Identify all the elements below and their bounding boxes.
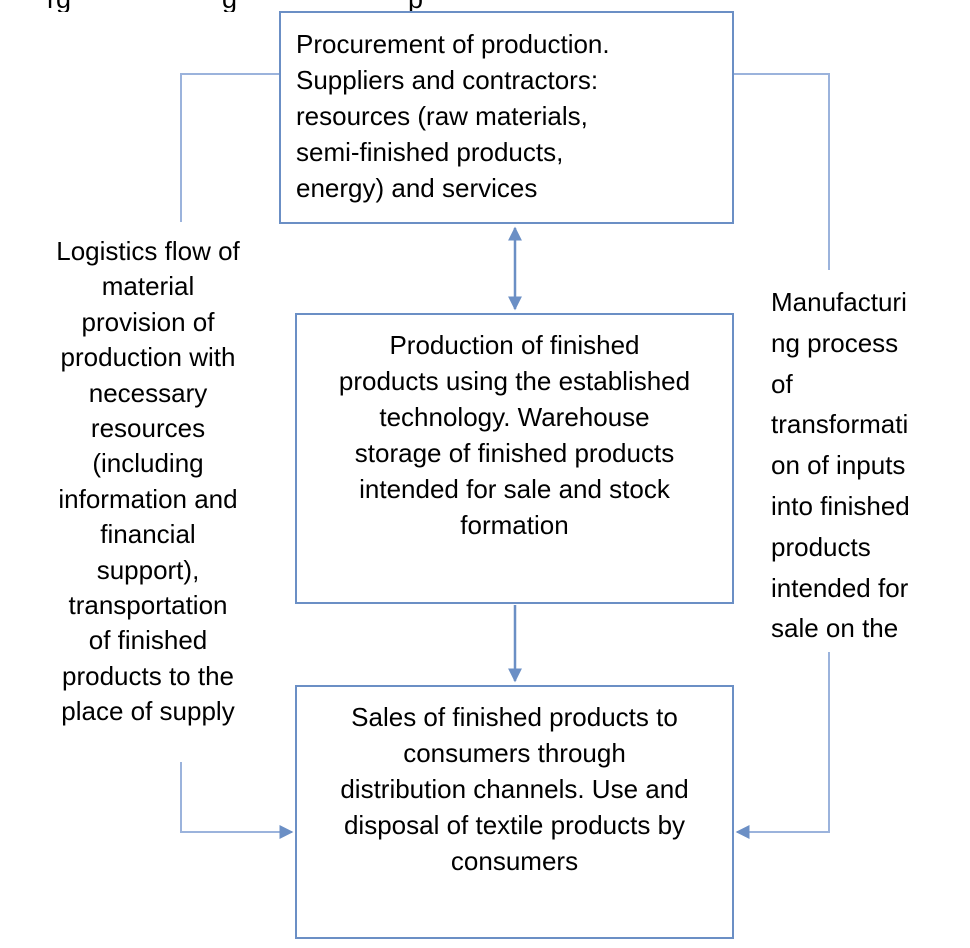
right-flow-bottom-arrow bbox=[735, 652, 830, 839]
procurement-text: Procurement of production. Suppliers and… bbox=[296, 29, 610, 203]
sales-box: Sales of finished products to consumers … bbox=[295, 685, 734, 939]
header-fragment-middle: g bbox=[222, 0, 237, 12]
production-box: Production of finished products using th… bbox=[295, 313, 734, 604]
header-fragment-right: p bbox=[408, 0, 423, 12]
procurement-box: Procurement of production. Suppliers and… bbox=[279, 11, 734, 224]
sales-text: Sales of finished products to consumers … bbox=[340, 702, 689, 876]
right-flow-top-line bbox=[734, 73, 830, 270]
left-flow-bottom-arrow bbox=[180, 762, 294, 839]
left-flow-top-line bbox=[180, 73, 279, 222]
production-text: Production of finished products using th… bbox=[338, 330, 691, 540]
cropped-header-text: rg g p bbox=[0, 0, 970, 12]
manufacturing-process-label: Manufacturi ng process of transformati o… bbox=[771, 287, 910, 644]
header-fragment-left: rg bbox=[47, 0, 71, 12]
logistics-flow-label: Logistics flow of material provision of … bbox=[56, 236, 240, 727]
